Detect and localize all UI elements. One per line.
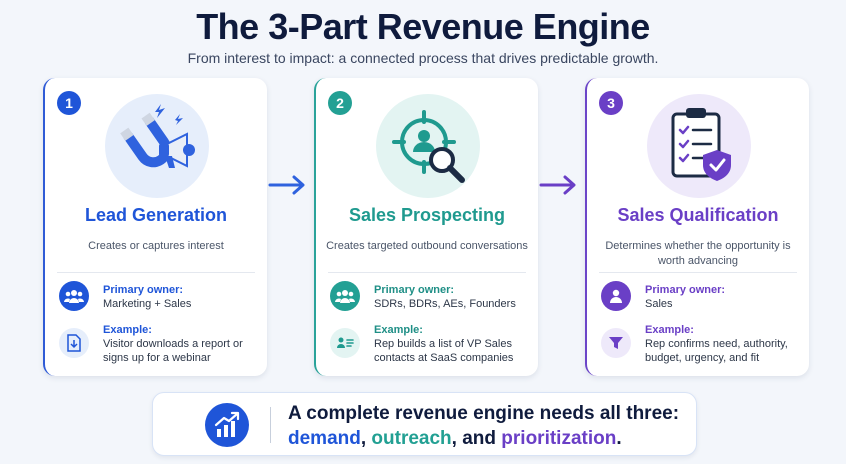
page-subtitle: From interest to impact: a connected pro… [187,50,659,66]
owner-value: SDRs, BDRs, AEs, Founders [374,298,516,310]
example-info: Example: Rep confirms need, authority, b… [645,323,801,365]
owner-info: Primary owner: Marketing + Sales [103,283,259,311]
example-label: Example: [374,324,423,336]
keyword-prioritization: prioritization [501,428,617,449]
banner-headline: A complete revenue engine needs all thre… [288,403,680,424]
step-number-badge: 1 [57,91,81,115]
owner-label: Primary owner: [374,284,455,296]
step-description: Creates targeted outbound conversations [326,240,528,252]
divider [599,272,797,273]
step-description: Creates or captures interest [88,240,224,252]
step-title: Sales Prospecting [348,205,506,225]
keyword-end: . [616,428,622,449]
target-search-icon [376,94,480,198]
owner-label: Primary owner: [645,284,726,296]
keyword-demand: demand [288,428,361,449]
owner-info: Primary owner: SDRs, BDRs, AEs, Founders [374,283,530,311]
owner-value: Marketing + Sales [103,298,192,310]
summary-banner: A complete revenue engine needs all thre… [152,392,697,456]
step-card-sales-prospecting: 2 Sales Prospecting Creates targeted out… [314,78,538,376]
keyword-separator: , [360,428,372,449]
owner-info: Primary owner: Sales [645,283,801,311]
magnet-megaphone-icon [105,94,209,198]
step-card-sales-qualification: 3 Sales Qualification Determines whether… [585,78,809,376]
step-number-badge: 3 [599,91,623,115]
example-label: Example: [103,324,152,336]
step-card-lead-generation: 1 Lead Generation Creates or captures in… [43,78,267,376]
download-document-icon [59,328,89,358]
keyword-outreach: outreach [371,428,452,449]
owner-label: Primary owner: [103,284,184,296]
divider [328,272,526,273]
arrow-right-icon [268,175,305,195]
contact-list-icon [330,328,360,358]
banner-divider [270,407,271,443]
person-icon [601,281,631,311]
owner-value: Sales [645,298,673,310]
example-info: Example: Visitor downloads a report or s… [103,323,259,365]
page-title: The 3-Part Revenue Engine [196,6,650,47]
divider [57,272,255,273]
example-value: Rep builds a list of VP Sales contacts a… [374,338,514,364]
funnel-icon [601,328,631,358]
step-number-badge: 2 [328,91,352,115]
step-title: Lead Generation [84,205,228,225]
group-icon [59,281,89,311]
checklist-shield-icon [647,94,751,198]
example-value: Rep confirms need, authority, budget, ur… [645,338,788,364]
group-icon [330,281,360,311]
step-description: Determines whether the opportunity is wo… [605,240,791,267]
growth-chart-icon [205,403,249,447]
example-value: Visitor downloads a report or signs up f… [103,338,243,364]
banner-keywords: demand, outreach, and prioritization. [288,428,622,450]
example-info: Example: Rep builds a list of VP Sales c… [374,323,530,365]
arrow-right-icon [539,175,576,195]
step-title: Sales Qualification [617,205,779,225]
example-label: Example: [645,324,694,336]
keyword-separator: , and [451,428,502,449]
